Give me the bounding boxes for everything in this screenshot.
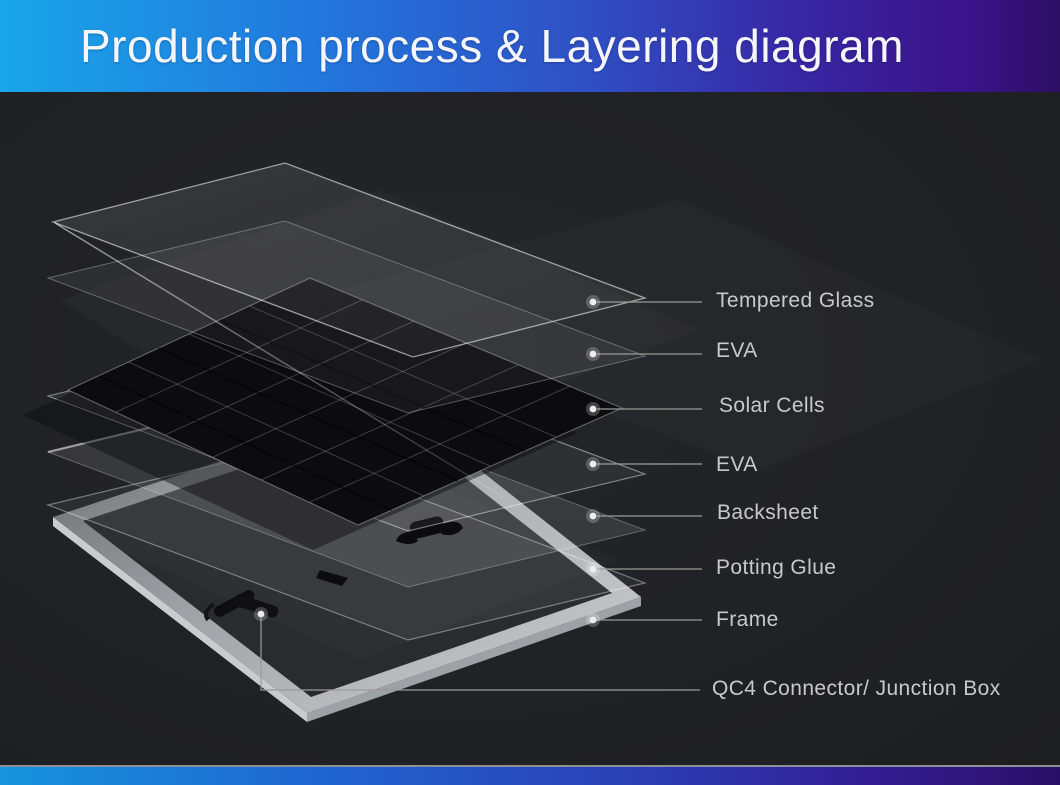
page-title: Production process & Layering diagram — [80, 20, 904, 72]
label-tempered-glass: Tempered Glass — [716, 289, 875, 312]
diagram-canvas: Tempered Glass EVA Solar Cells EVA Backs… — [0, 92, 1060, 765]
label-dots — [254, 295, 600, 627]
frame-thickness-left — [53, 517, 307, 722]
label-potting-glue: Potting Glue — [716, 556, 837, 579]
cell-grid-lines — [115, 299, 571, 503]
junction-box-graphic — [316, 516, 463, 586]
label-eva-lower: EVA — [716, 453, 758, 476]
frame-layer — [53, 403, 641, 722]
frame-thickness-right — [307, 597, 641, 722]
footer-gradient-bar — [0, 767, 1060, 785]
label-solar-cells: Solar Cells — [719, 394, 825, 417]
frame-inner-area — [83, 419, 612, 697]
label-frame: Frame — [716, 608, 779, 631]
glass-edge-highlight — [54, 222, 506, 499]
potting-glue-layer — [45, 447, 648, 641]
leader-lines — [260, 301, 702, 691]
qc4-leader-line — [260, 618, 700, 691]
solar-panel-exploded-diagram — [23, 162, 702, 722]
header-banner: Production process & Layering diagram — [0, 0, 1060, 92]
label-qc4-connector-junction-box: QC4 Connector/ Junction Box — [712, 677, 1001, 700]
frame-band — [53, 403, 641, 713]
label-backsheet: Backsheet — [717, 501, 819, 524]
solar-cells-layer — [66, 277, 624, 526]
bottom-separator-line — [0, 765, 1060, 767]
cell-texture-lines — [98, 319, 526, 511]
tempered-glass-layer — [50, 162, 648, 499]
label-eva-upper: EVA — [716, 339, 758, 362]
